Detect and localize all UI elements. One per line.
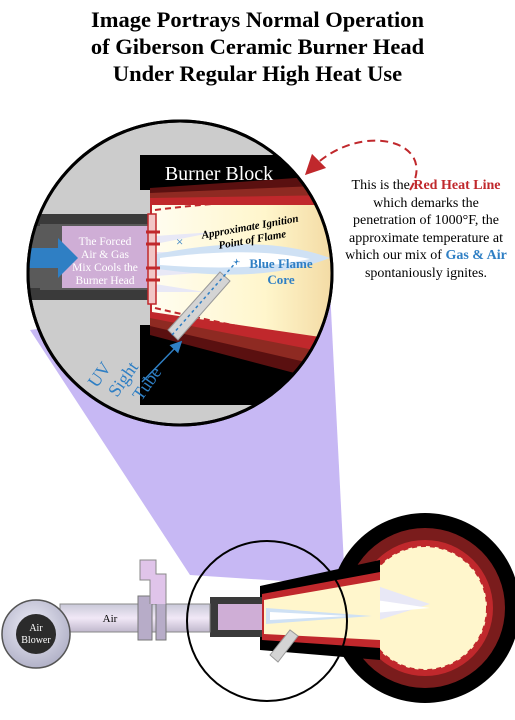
zoom-source-circle bbox=[186, 540, 348, 702]
burner-block-label: Burner Block bbox=[165, 163, 273, 185]
note-end: spontaniously ignites. bbox=[364, 265, 488, 281]
svg-text:Burner Head: Burner Head bbox=[75, 275, 134, 287]
air-pipe-label: Air bbox=[103, 613, 118, 625]
svg-text:Air & Gas: Air & Gas bbox=[81, 249, 129, 261]
title-line-2: of Giberson Ceramic Burner Head bbox=[90, 34, 425, 59]
heat-line-pointer bbox=[304, 139, 418, 191]
blue-flame-label: Blue Flame Core bbox=[249, 256, 312, 287]
uv-sight-tube bbox=[167, 271, 231, 341]
svg-text:Core: Core bbox=[267, 272, 294, 287]
title-line-3: Under Regular High Heat Use bbox=[112, 61, 403, 86]
heat-line-note: This is the Red Heat Line which demarks … bbox=[340, 177, 512, 282]
svg-text:Air: Air bbox=[29, 623, 43, 634]
svg-text:Blower: Blower bbox=[21, 635, 51, 646]
note-gas-air: Gas & Air bbox=[445, 248, 507, 263]
uv-pointer bbox=[141, 340, 183, 383]
svg-text:The Forced: The Forced bbox=[79, 236, 132, 248]
air-pipe bbox=[59, 603, 211, 633]
air-blower-label: Air Blower bbox=[21, 623, 51, 646]
title-line-1: Image Portrays Normal Operation bbox=[90, 7, 425, 32]
burner-assembly: Air Blower Air bbox=[1, 513, 515, 703]
page-title: Image Portrays Normal Operation of Giber… bbox=[0, 6, 515, 87]
air-flow-arrow bbox=[28, 238, 78, 278]
zoom-circle: × + Burner Block The Forced Air & Gas Mi… bbox=[26, 119, 334, 427]
svg-text:Blue Flame: Blue Flame bbox=[249, 256, 312, 271]
flame-core-marker: + bbox=[233, 254, 240, 269]
gas-line bbox=[139, 559, 167, 604]
ignition-marker: × bbox=[176, 234, 183, 249]
note-heat-line: Red Heat Line bbox=[413, 178, 501, 193]
note-intro: This is the bbox=[351, 178, 414, 193]
note-body: which demarks the penetration of 1000°F,… bbox=[345, 195, 503, 264]
svg-text:Mix Cools the: Mix Cools the bbox=[72, 262, 138, 274]
forced-air-label: The Forced Air & Gas Mix Cools the Burne… bbox=[72, 236, 138, 287]
